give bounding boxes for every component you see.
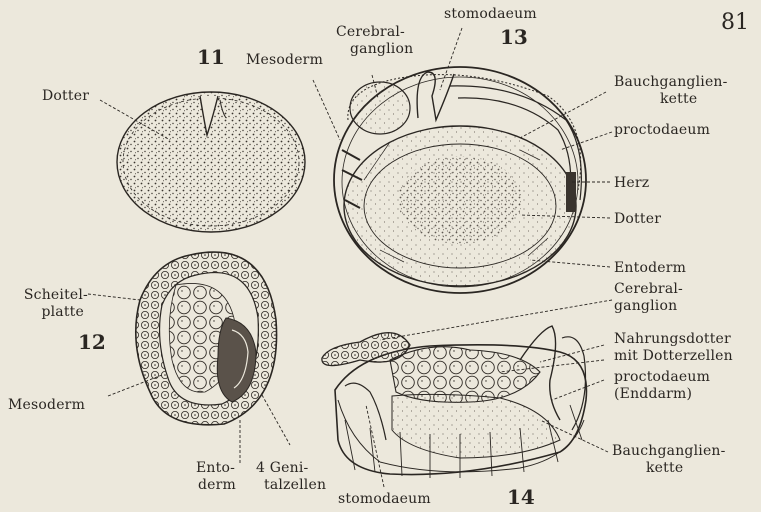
label-scheitelplatte-line2: platte	[18, 304, 84, 320]
label-cerebralganglion-fig14-line1: Cerebral-	[614, 281, 683, 297]
label-entoderm-line2: derm	[198, 477, 236, 493]
label-mesoderm-fig12: Mesoderm	[8, 397, 85, 413]
label-genitalzellen-line2: talzellen	[264, 477, 326, 493]
figure-number-11: 11	[197, 45, 225, 69]
label-genitalzellen-line1: 4 Geni-	[256, 460, 308, 476]
label-mesoderm-fig13: Mesoderm	[246, 52, 323, 68]
label-dotter-fig13: Dotter	[614, 211, 661, 227]
label-stomodaeum-fig13: stomodaeum	[444, 6, 537, 22]
label-entoderm-fig13: Entoderm	[614, 260, 686, 276]
page-number: 81	[721, 10, 749, 35]
figure-14-drawing	[322, 326, 587, 478]
label-herz: Herz	[614, 175, 649, 191]
label-nahrungsdotter-line2: mit Dotterzellen	[614, 348, 733, 364]
label-proctodaeum-fig14-line1: proctodaeum	[614, 369, 710, 385]
label-proctodaeum-fig13: proctodaeum	[614, 122, 710, 138]
label-bauchganglienkette-fig13-line2: kette	[660, 91, 697, 107]
figure-11-drawing	[117, 92, 305, 232]
label-proctodaeum-fig14-line2: (Enddarm)	[614, 386, 692, 402]
label-cerebralganglion-fig13-line2: ganglion	[350, 41, 413, 57]
label-bauchganglienkette-fig14-line1: Bauchganglien-	[612, 443, 726, 459]
label-bauchganglienkette-fig13-line1: Bauchganglien-	[614, 74, 728, 90]
label-scheitelplatte-line1: Scheitel-	[18, 287, 88, 303]
figure-13-drawing	[334, 67, 586, 293]
figure-12-drawing	[136, 252, 277, 425]
label-cerebralganglion-fig14-line2: ganglion	[614, 298, 677, 314]
label-dotter-fig11: Dotter	[42, 88, 89, 104]
label-stomodaeum-fig14: stomodaeum	[338, 491, 431, 507]
label-bauchganglienkette-fig14-line2: kette	[646, 460, 683, 476]
figure-number-14: 14	[507, 485, 535, 509]
label-entoderm-line1: Ento-	[196, 460, 235, 476]
label-nahrungsdotter-line1: Nahrungsdotter	[614, 331, 731, 347]
figure-number-12: 12	[78, 330, 106, 354]
label-cerebralganglion-fig13-line1: Cerebral-	[336, 24, 405, 40]
figure-number-13: 13	[500, 25, 528, 49]
